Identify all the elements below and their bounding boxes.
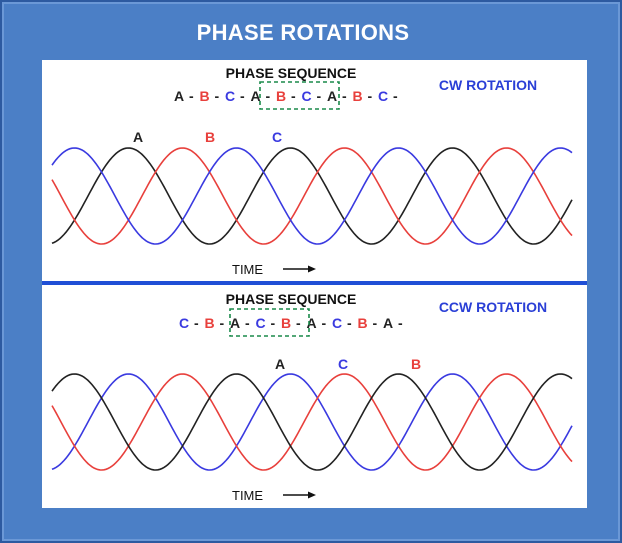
bottom-sequence: C-B-A-C-B-A-C-B-A- [179, 315, 403, 331]
waveform-a [51, 373, 573, 471]
sequence-dash: - [317, 88, 322, 104]
sequence-letter: B [200, 88, 210, 104]
waveform-b [51, 147, 573, 245]
phase-diagram: PHASE SEQUENCE A-B-C-A-B-C-A-B-C- CW ROT… [42, 65, 587, 503]
top-waveforms [51, 147, 573, 245]
sequence-letter: B [205, 315, 215, 331]
sequence-dash: - [220, 315, 225, 331]
waveform-b [51, 373, 573, 471]
sequence-letter: B [358, 315, 368, 331]
bottom-time-label: TIME [232, 488, 263, 503]
bottom-sequence-box [229, 308, 310, 337]
wave-label-c: C [338, 356, 348, 372]
sequence-dash: - [266, 88, 271, 104]
sequence-dash: - [373, 315, 378, 331]
top-time-label: TIME [232, 262, 263, 277]
bottom-waveforms [51, 373, 573, 471]
sequence-dash: - [271, 315, 276, 331]
sequence-letter: A [327, 88, 337, 104]
sequence-letter: B [281, 315, 291, 331]
sequence-letter: B [276, 88, 286, 104]
sequence-dash: - [291, 88, 296, 104]
sequence-dash: - [322, 315, 327, 331]
waveform-c [51, 147, 573, 245]
top-heading: PHASE SEQUENCE [226, 65, 357, 81]
wave-label-a: A [275, 356, 285, 372]
sequence-letter: C [302, 88, 312, 104]
sequence-letter: C [179, 315, 189, 331]
diagram-panel: PHASE SEQUENCE A-B-C-A-B-C-A-B-C- CW ROT… [42, 60, 587, 508]
sequence-dash: - [393, 88, 398, 104]
sequence-letter: A [174, 88, 184, 104]
waveform-a [51, 147, 573, 245]
sequence-letter: A [383, 315, 393, 331]
sequence-letter: A [230, 315, 240, 331]
sequence-letter: A [251, 88, 261, 104]
sequence-dash: - [342, 88, 347, 104]
sequence-letter: C [332, 315, 342, 331]
wave-label-b: B [205, 129, 215, 145]
sequence-dash: - [368, 88, 373, 104]
top-wave-labels: A B C [133, 129, 282, 145]
bottom-heading: PHASE SEQUENCE [226, 291, 357, 307]
wave-label-b: B [411, 356, 421, 372]
sequence-letter: C [378, 88, 388, 104]
sequence-dash: - [215, 88, 220, 104]
sequence-dash: - [189, 88, 194, 104]
sequence-letter: B [353, 88, 363, 104]
sequence-dash: - [296, 315, 301, 331]
top-section: PHASE SEQUENCE A-B-C-A-B-C-A-B-C- CW ROT… [51, 65, 573, 277]
page-title: PHASE ROTATIONS [196, 20, 410, 45]
top-sequence-box [259, 81, 340, 110]
sequence-letter: C [256, 315, 266, 331]
sequence-dash: - [398, 315, 403, 331]
sequence-letter: A [307, 315, 317, 331]
bottom-rotation-label: CCW ROTATION [439, 299, 547, 315]
sequence-dash: - [194, 315, 199, 331]
top-time-arrow [283, 265, 316, 273]
sequence-dash: - [347, 315, 352, 331]
sequence-dash: - [245, 315, 250, 331]
top-rotation-label: CW ROTATION [439, 77, 537, 93]
wave-label-c: C [272, 129, 282, 145]
bottom-section: PHASE SEQUENCE C-B-A-C-B-A-C-B-A- CCW RO… [51, 291, 573, 503]
waveform-c [51, 373, 573, 471]
sequence-letter: C [225, 88, 235, 104]
top-sequence: A-B-C-A-B-C-A-B-C- [174, 88, 398, 104]
wave-label-a: A [133, 129, 143, 145]
sequence-dash: - [240, 88, 245, 104]
bottom-time-arrow [283, 491, 316, 499]
